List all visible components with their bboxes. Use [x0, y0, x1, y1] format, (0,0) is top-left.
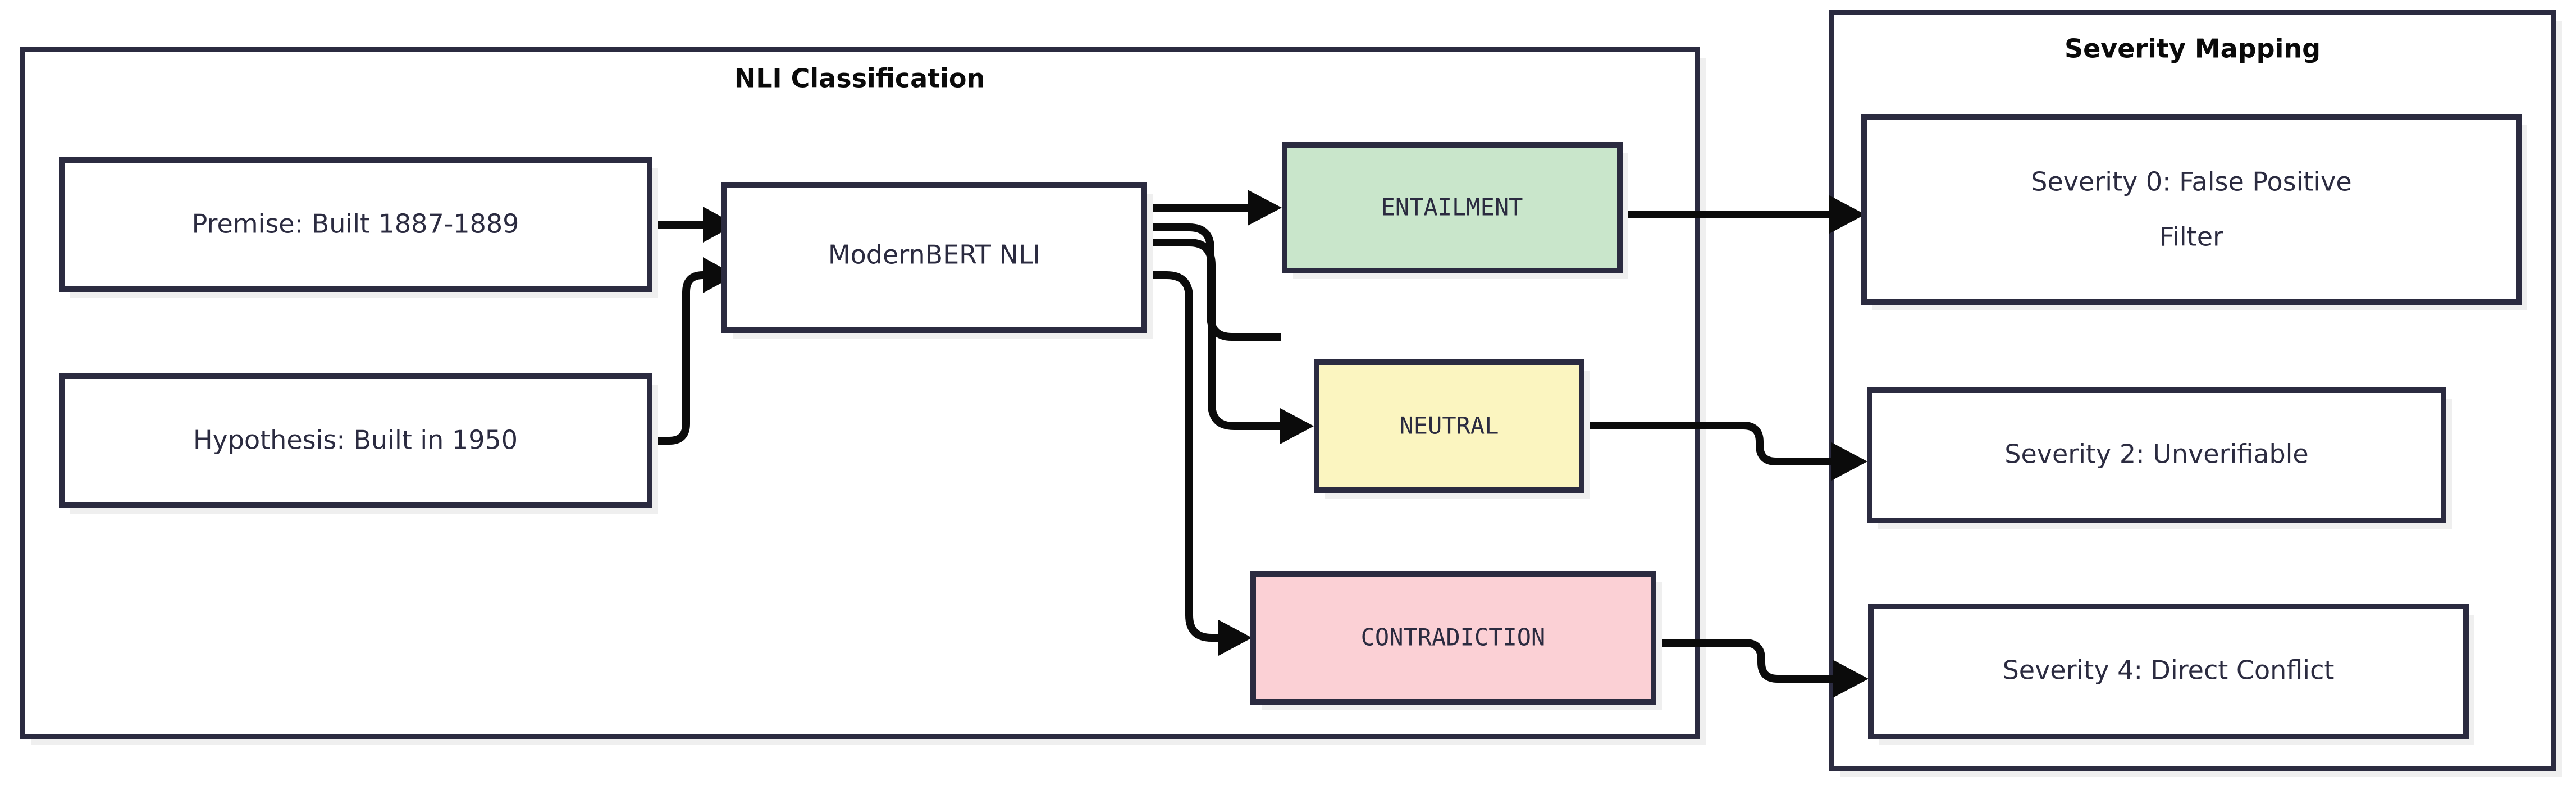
node-premise-box[interactable] — [59, 157, 652, 292]
node-severity-2[interactable]: Severity 2: Unverifiable — [1867, 387, 2452, 529]
edge-entailment-to-severity0 — [1620, 195, 1865, 234]
arrow-head-icon — [1831, 442, 1867, 481]
node-premise[interactable]: Premise: Built 1887-1889 — [59, 157, 658, 298]
node-contradiction-box[interactable] — [1250, 571, 1656, 705]
edge-neutral-to-severity2 — [1582, 422, 1867, 481]
node-severity-0[interactable]: Severity 0: False Positive Filter — [1861, 114, 2527, 310]
node-entailment-box[interactable] — [1282, 142, 1623, 273]
edge-layer — [650, 190, 1869, 698]
node-neutral[interactable]: NEUTRAL — [1314, 359, 1590, 499]
cluster-severity-title: Severity Mapping — [2065, 34, 2321, 64]
node-contradiction-label: CONTRADICTION — [1361, 624, 1546, 651]
node-entailment-label: ENTAILMENT — [1381, 194, 1523, 221]
node-severity-4[interactable]: Severity 4: Direct Conflict — [1868, 604, 2474, 745]
arrow-head-icon — [1248, 190, 1282, 226]
node-premise-label: Premise: Built 1887-1889 — [192, 209, 519, 239]
edge-premise-to-modernbert — [650, 207, 736, 243]
node-severity-0-box[interactable] — [1861, 114, 2522, 305]
edge-contradiction-to-severity4 — [1654, 639, 1869, 698]
arrow-head-icon — [703, 207, 736, 243]
arrow-head-icon — [703, 257, 736, 293]
node-modernbert-box[interactable] — [721, 182, 1147, 333]
arrow-head-icon — [1280, 408, 1314, 444]
edge-modernbert-to-contradiction — [1144, 271, 1252, 656]
arrow-head-icon — [1829, 195, 1865, 234]
node-severity-0-label-line1: Severity 0: False Positive — [2031, 167, 2351, 197]
node-contradiction[interactable]: CONTRADICTION — [1250, 571, 1662, 710]
node-severity-2-box[interactable] — [1867, 387, 2446, 523]
node-hypothesis[interactable]: Hypothesis: Built in 1950 — [59, 373, 658, 514]
node-neutral-box[interactable] — [1314, 359, 1584, 493]
edge-modernbert-to-entailment — [1144, 190, 1282, 226]
node-modernbert-label: ModernBERT NLI — [828, 240, 1040, 270]
node-entailment[interactable]: ENTAILMENT — [1282, 142, 1628, 279]
arrow-head-icon — [1218, 620, 1252, 656]
cluster-nli-title: NLI Classification — [734, 63, 985, 94]
edge-hypothesis-to-modernbert — [650, 257, 736, 445]
node-severity-4-box[interactable] — [1868, 604, 2469, 739]
edge-neutral-to-severity2-path — [1582, 422, 1834, 465]
node-severity-2-label: Severity 2: Unverifiable — [2004, 439, 2308, 469]
edge-modernbert-to-contradiction-path — [1144, 271, 1220, 642]
node-modernbert-nli[interactable]: ModernBERT NLI — [721, 182, 1153, 339]
edge-modernbert-to-neutral-path-main — [1144, 239, 1283, 430]
node-hypothesis-box[interactable] — [59, 373, 652, 508]
node-severity-4-label: Severity 4: Direct Conflict — [2003, 655, 2335, 686]
node-hypothesis-label: Hypothesis: Built in 1950 — [193, 425, 518, 455]
arrow-head-icon — [1833, 660, 1869, 698]
edge-modernbert-to-neutral — [1144, 223, 1314, 444]
node-severity-0-label-line2: Filter — [2159, 222, 2223, 252]
edge-hypothesis-to-modernbert-path — [650, 271, 707, 445]
node-neutral-label: NEUTRAL — [1399, 412, 1499, 440]
edge-contradiction-to-severity4-path — [1654, 639, 1835, 683]
